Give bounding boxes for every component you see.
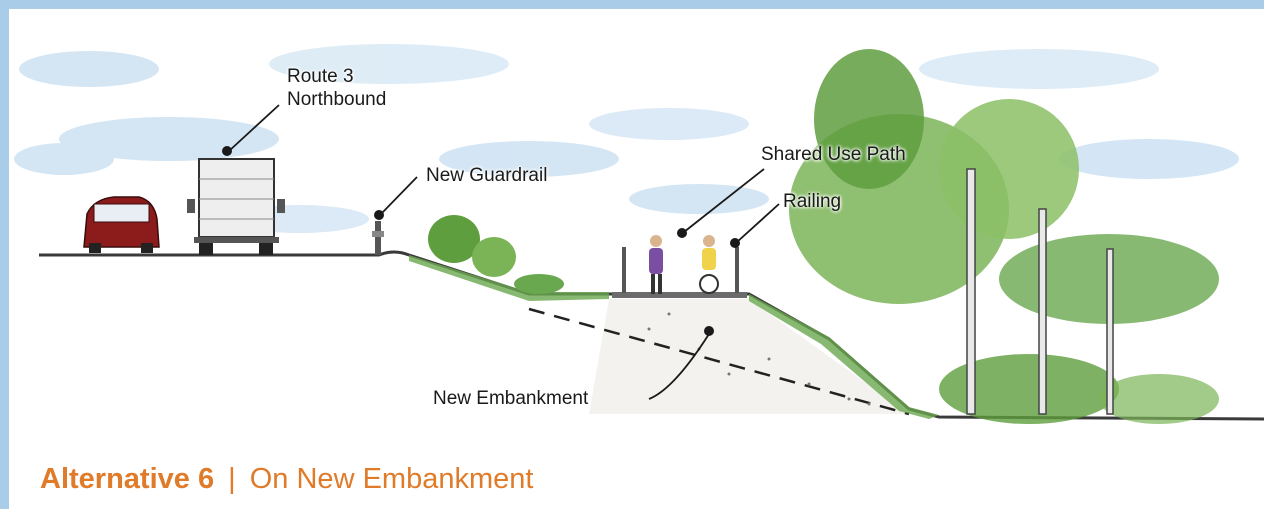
route-label-line1: Route 3 xyxy=(287,66,354,87)
guardrail-label: New Guardrail xyxy=(426,165,548,186)
frame-left-border xyxy=(0,0,9,509)
leader-lines xyxy=(228,104,780,400)
leader-dots xyxy=(222,146,740,336)
existing-grade-dashed xyxy=(528,307,910,416)
route-label-line2: Northbound xyxy=(287,89,387,110)
railing-label: Railing xyxy=(783,191,842,212)
slope-grass-left xyxy=(409,255,609,301)
shared-use-path-label: Shared Use Path xyxy=(761,144,906,165)
guardrail-post xyxy=(372,221,384,255)
caption-separator: | xyxy=(228,463,236,495)
figure-caption: Alternative 6 | On New Embankment xyxy=(40,463,533,496)
caption-title: On New Embankment xyxy=(249,463,534,495)
frame-top-border xyxy=(0,0,1264,9)
path-users xyxy=(622,235,739,294)
cross-section-illustration xyxy=(14,44,1264,424)
embankment-fill xyxy=(589,299,909,414)
path-surface xyxy=(612,292,747,298)
sky-clouds xyxy=(14,44,1239,233)
embankment-label: New Embankment xyxy=(433,388,589,409)
route-label: Route 3 Northbound xyxy=(287,65,386,111)
trees-right xyxy=(789,49,1219,424)
car-illustration xyxy=(83,196,160,253)
caption-alternative: Alternative 6 xyxy=(40,463,215,495)
truck-illustration xyxy=(187,158,285,255)
bushes-left xyxy=(428,215,564,294)
slope-grass-right xyxy=(749,294,939,419)
